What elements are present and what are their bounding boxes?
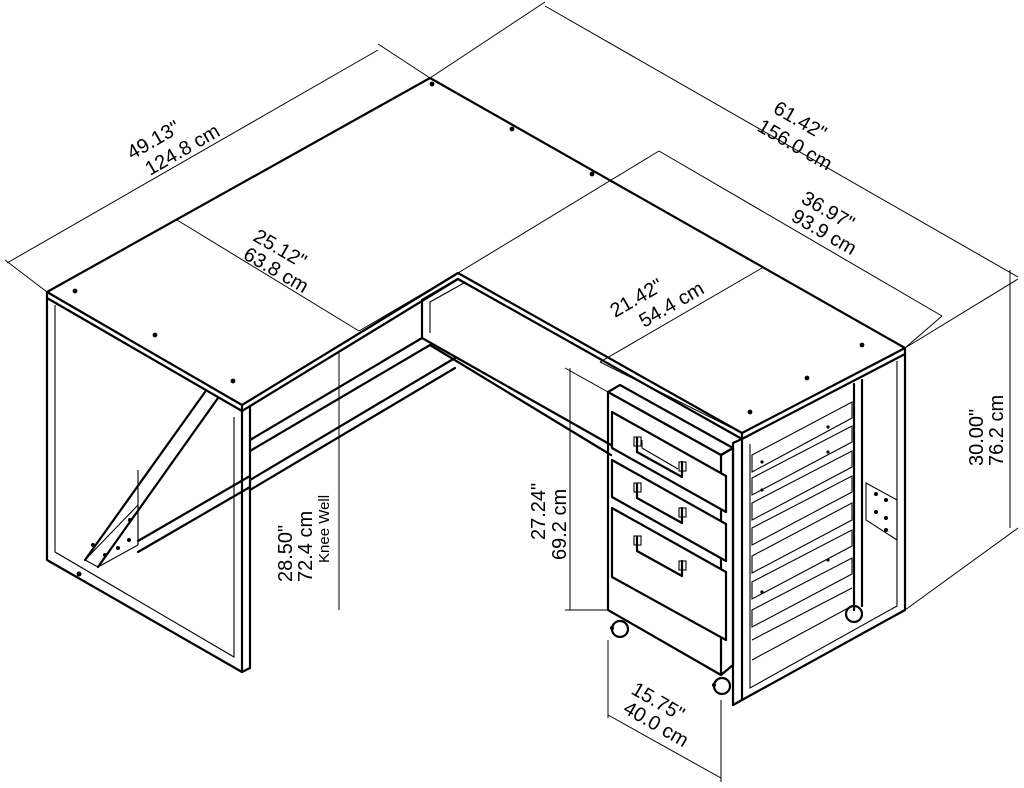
total-height-metric: 76.2 cm (986, 395, 1008, 466)
dim-pedestal-height: 27.24" 69.2 cm (528, 483, 571, 560)
mobile-pedestal (606, 383, 735, 696)
dim-return-depth: 49.13" 124.8 cm (124, 117, 224, 181)
left-end-frame (45, 296, 252, 674)
dimension-lines (4, 1, 1019, 782)
total-height-imperial: 30.00" (966, 409, 988, 466)
pedestal-side-slats (751, 401, 853, 661)
right-end-frame (731, 352, 907, 707)
knee-well-label: Knee Well (316, 495, 333, 563)
desktop-screw-holes (72, 81, 865, 415)
knee-well-imperial: 28.50" (275, 525, 297, 582)
dim-desk-surface-width: 36.97" 93.9 cm (788, 187, 861, 260)
dim-pedestal-width: 15.75" 40.0 cm (620, 678, 693, 752)
dim-total-width: 61.42" 156.0 cm (754, 97, 836, 175)
back-frame (136, 277, 613, 554)
pedestal-height-metric: 69.2 cm (549, 489, 571, 560)
pedestal-height-imperial: 27.24" (528, 483, 550, 540)
dim-knee-well: 28.50" 72.4 cm Knee Well (275, 495, 333, 582)
dim-total-height: 30.00" 76.2 cm (966, 395, 1008, 466)
knee-well-metric: 72.4 cm (295, 511, 317, 582)
